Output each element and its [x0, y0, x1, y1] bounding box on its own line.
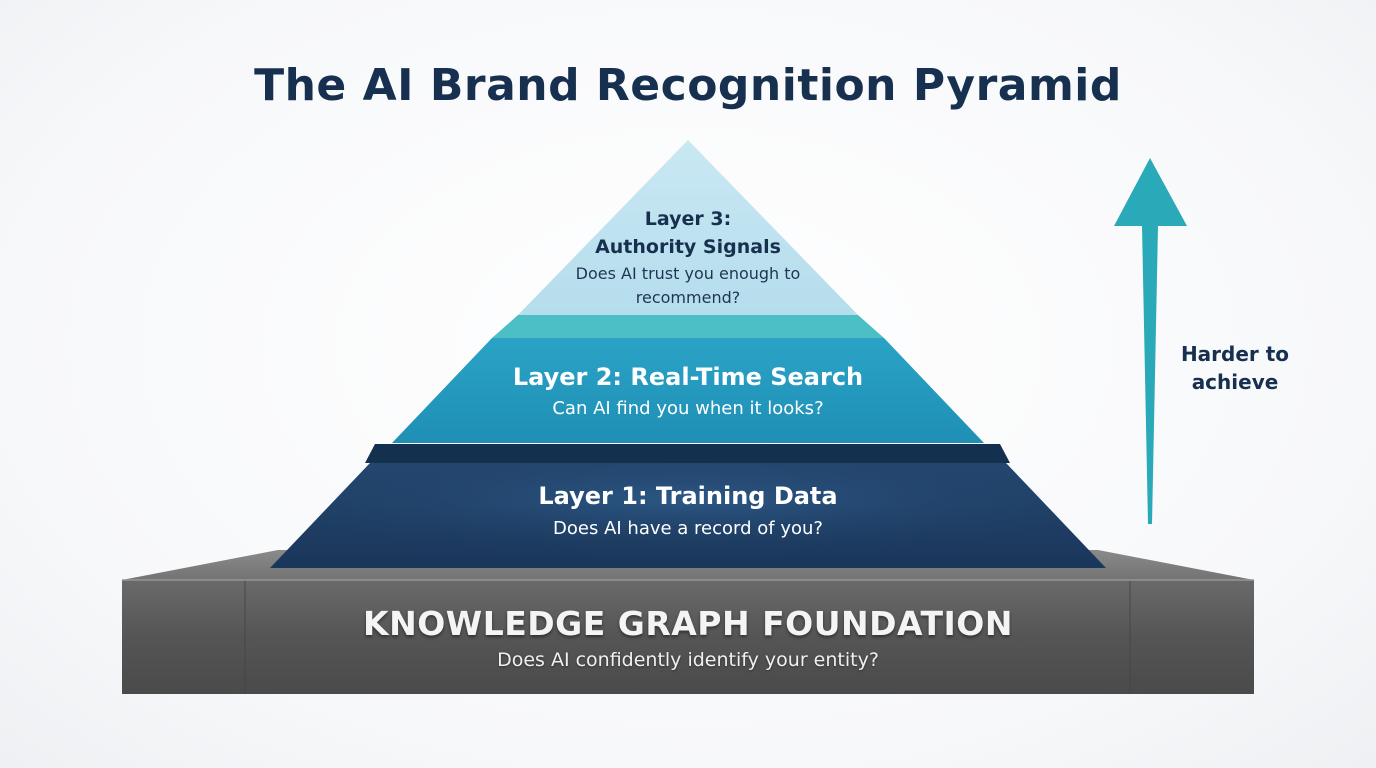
- layer3-title: Layer 3: Authority Signals: [520, 205, 856, 261]
- layer3-title-text: Layer 3: Authority Signals: [595, 208, 781, 258]
- foundation-title: KNOWLEDGE GRAPH FOUNDATION: [363, 604, 1013, 643]
- layer2-top-face: [492, 315, 884, 338]
- up-arrow-icon: [1114, 158, 1187, 524]
- layer2-title: Layer 2: Real-Time Search: [512, 363, 864, 391]
- layer1-top-face: [365, 444, 1010, 463]
- foundation-question: Does AI confidently identify your entity…: [497, 649, 879, 671]
- diagram-title: The AI Brand Recognition Pyramid: [254, 60, 1122, 111]
- arrow-label: Harder to achieve: [1180, 342, 1290, 394]
- layer1-title: Layer 1: Training Data: [538, 482, 838, 510]
- layer2-block: [392, 338, 984, 443]
- layer2-question: Can AI find you when it looks?: [552, 398, 824, 419]
- layer3-block: [518, 140, 858, 315]
- layer1-glow: [270, 463, 1106, 568]
- foundation-front-face: [122, 580, 1254, 694]
- layer3-question: Does AI trust you enough to recommend?: [575, 264, 801, 307]
- layer1-question: Does AI have a record of you?: [553, 518, 823, 539]
